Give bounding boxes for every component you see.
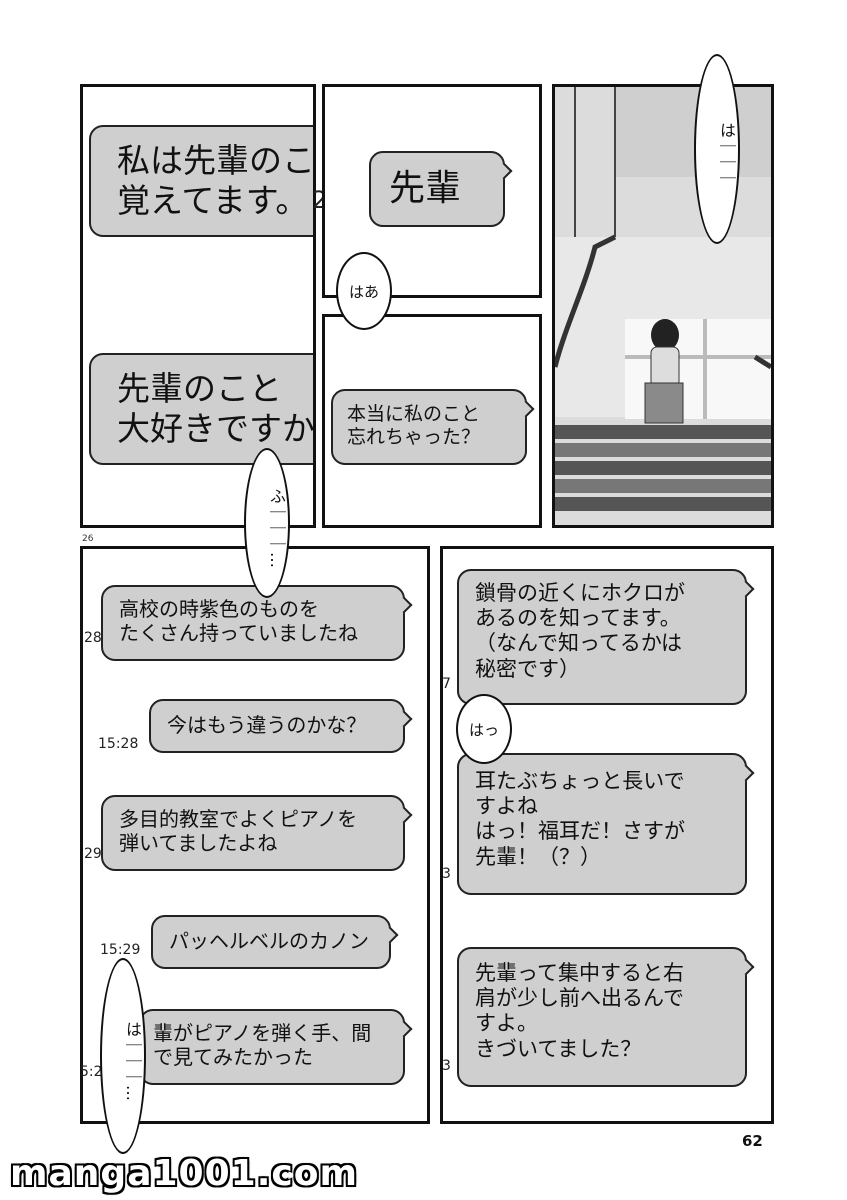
chat-bubble-senpai: 先輩 (369, 151, 505, 227)
chat-bubble-forgot: 本当に私のこと 忘れちゃった？ (331, 389, 527, 465)
timestamp-right-2: 3 (442, 866, 451, 882)
panel-2: 先輩 (322, 84, 542, 298)
timestamp-left-4: 15:29 (100, 942, 141, 958)
chat-bubble-earlobe: 耳たぶちょっと長いで すよね はっ！福耳だ！さすが 先輩！（？） (457, 753, 747, 895)
speech-bubble-ha-long: は｜｜｜ (694, 54, 740, 244)
watermark-logo: manga1001.com (10, 1153, 358, 1194)
panel-3: 本当に私のこと 忘れちゃった？ (322, 314, 542, 528)
panel-4-illustration (552, 84, 774, 528)
timestamp-left-3: 29 (84, 846, 102, 862)
speech-bubble-fu-long: ふ｜｜｜… (244, 448, 290, 598)
chat-bubble-purple: 高校の時紫色のものを たくさん持っていましたね (101, 585, 405, 661)
speech-bubble-ha-left: は｜｜｜… (100, 958, 146, 1154)
page-marker: 26 (82, 534, 94, 544)
timestamp-right-3: 3 (442, 1058, 451, 1074)
panel-1: 私は先輩のこ 覚えてます。 先輩のこと 大好きですか (80, 84, 316, 528)
staircase-scene (555, 87, 771, 525)
chat-bubble-2: 先輩のこと 大好きですか (89, 353, 313, 465)
chat-bubble-different: 今はもう違うのかな？ (149, 699, 405, 753)
timestamp-left-1: 28 (84, 630, 102, 646)
timestamp-left-2: 15:28 (98, 736, 139, 752)
speech-bubble-haa: はあ (336, 252, 392, 330)
panel-right-chat: 鎖骨の近くにホクロが あるのを知ってます。 （なんで知ってるかは 秘密です） 耳… (440, 546, 774, 1124)
timestamp-right-1: 7 (442, 676, 451, 692)
chat-bubble-piano: 多目的教室でよくピアノを 弾いてましたよね (101, 795, 405, 871)
chat-bubble-mole: 鎖骨の近くにホクロが あるのを知ってます。 （なんで知ってるかは 秘密です） (457, 569, 747, 705)
speech-bubble-hatt: はっ (456, 694, 512, 764)
chat-bubble-shoulder: 先輩って集中すると右 肩が少し前へ出るんで すよ。 きづいてました？ (457, 947, 747, 1087)
chat-bubble-canon: パッヘルベルのカノン (151, 915, 391, 969)
chat-bubble-hands: 輩がピアノを弾く手、間 で見てみたかった (139, 1009, 405, 1085)
chat-bubble-1: 私は先輩のこ 覚えてます。 (89, 125, 313, 237)
page-number: 62 (742, 1132, 763, 1150)
